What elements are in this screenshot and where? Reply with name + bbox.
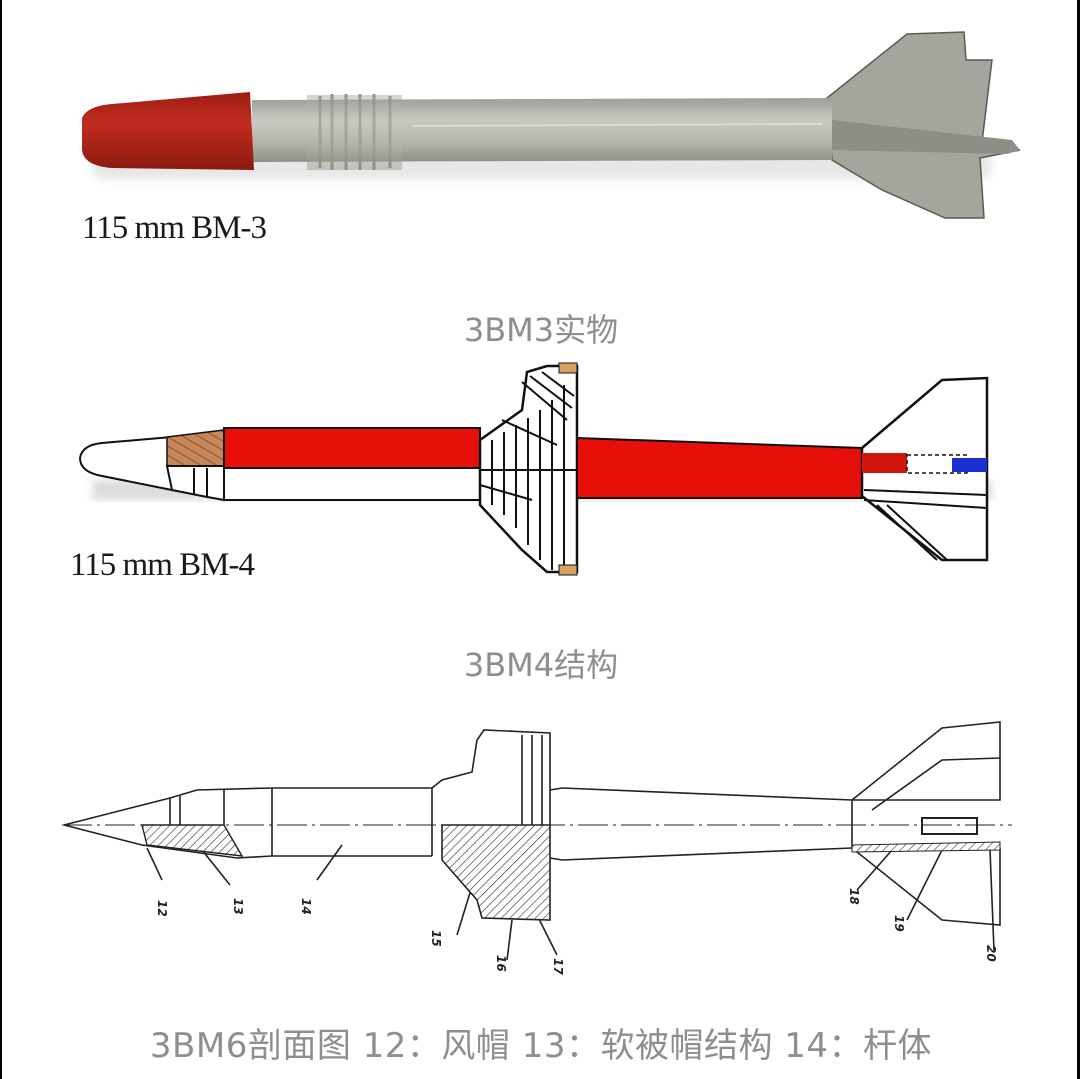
bm6-cross-section-drawing: 12 13 14 15 16 17 18 19 20 (2, 715, 1077, 1005)
bm3-projectile-photo: 115 mm BM-3 (2, 0, 1077, 290)
part-number-18: 18 (847, 888, 861, 905)
bm3-label: 115 mm BM-3 (82, 210, 267, 246)
bm4-structure-diagram: 115 mm BM-4 (2, 355, 1077, 595)
bm6-caption: 3BM6剖面图 12：风帽 13：软被帽结构 14：杆体 (149, 1026, 933, 1066)
bm3-caption: 3BM3实物 (463, 311, 619, 349)
part-number-15: 15 (429, 930, 443, 947)
part-number-14: 14 (299, 898, 313, 915)
part-number-17: 17 (551, 958, 565, 975)
bm3-projectile-icon (82, 31, 1021, 219)
bm4-projectile-icon (78, 362, 992, 576)
part-number-19: 19 (892, 915, 906, 932)
part-number-20: 20 (984, 945, 998, 962)
part-number-16: 16 (494, 955, 508, 972)
bm4-label: 115 mm BM-4 (70, 547, 255, 583)
bm4-caption: 3BM4结构 (463, 646, 619, 684)
bm6-projectile-icon: 12 13 14 15 16 17 18 19 20 (62, 721, 1012, 975)
part-number-13: 13 (231, 898, 245, 915)
part-number-12: 12 (155, 900, 169, 917)
